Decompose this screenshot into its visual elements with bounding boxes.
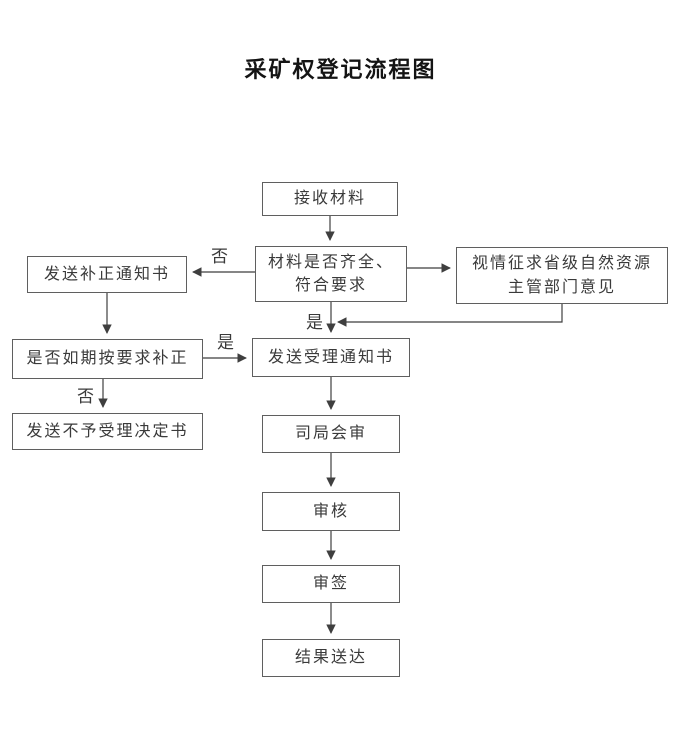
edge-label-on-time-no: 否 — [77, 387, 94, 406]
edge-label-on-time-yes: 是 — [217, 333, 234, 352]
edge-consult-merge — [337, 304, 563, 327]
node-send-rejection-decision: 发送不予受理决定书 — [12, 413, 203, 450]
node-supplement-on-time-check: 是否如期按要求补正 — [12, 339, 203, 379]
node-department-joint-review: 司局会审 — [262, 415, 400, 453]
node-approval-sign: 审签 — [262, 565, 400, 603]
edge-label-check-yes: 是 — [306, 313, 323, 332]
node-receive-materials: 接收材料 — [262, 182, 398, 216]
node-consult-provincial-dept: 视情征求省级自然资源 主管部门意见 — [456, 247, 668, 304]
node-send-acceptance-notice: 发送受理通知书 — [252, 338, 410, 377]
node-deliver-result: 结果送达 — [262, 639, 400, 677]
node-send-supplement-notice: 发送补正通知书 — [27, 256, 187, 293]
page-title: 采矿权登记流程图 — [244, 57, 437, 82]
node-review: 审核 — [262, 492, 400, 531]
edge-label-check-no: 否 — [211, 247, 228, 266]
node-check-materials: 材料是否齐全、 符合要求 — [255, 246, 407, 302]
